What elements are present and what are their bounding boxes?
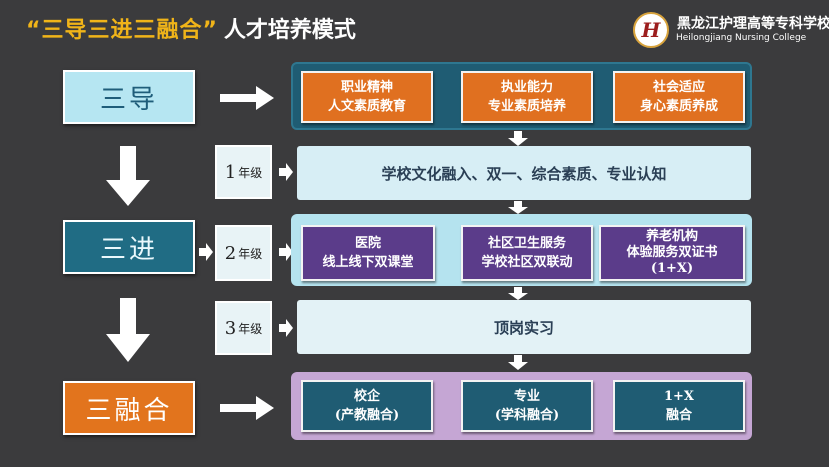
school-name-cn: 黑龙江护理高等专科学校 bbox=[677, 16, 829, 32]
grade-3-content-bar: 顶岗实习 bbox=[297, 300, 751, 354]
card-school-enterprise: 校企(产教融合) bbox=[301, 380, 433, 432]
card-major-discipline: 专业(学科融合) bbox=[461, 380, 593, 432]
arrow-down-icon bbox=[106, 146, 150, 362]
card-hospital: 医院线上线下双课堂 bbox=[301, 225, 435, 281]
stage-san-ronghe: 三融合 bbox=[63, 381, 195, 435]
school-logo-icon: H bbox=[633, 12, 669, 48]
card-practice-ability: 执业能力专业素质培养 bbox=[461, 71, 593, 123]
grade-1-content-bar: 学校文化融入、双一、综合素质、专业认知 bbox=[297, 146, 751, 200]
title-rest: 人才培养模式 bbox=[223, 18, 356, 43]
page-title: “三导三进三融合”人才培养模式 bbox=[26, 14, 356, 48]
card-professional-spirit: 职业精神人文素质教育 bbox=[301, 71, 433, 123]
stage-san-dao: 三导 bbox=[63, 70, 195, 124]
title-quoted: “三导三进三融合” bbox=[26, 18, 218, 43]
stage-san-jin: 三进 bbox=[63, 220, 195, 274]
small-arrow-right-icon bbox=[199, 163, 293, 337]
card-community-health: 社区卫生服务学校社区双联动 bbox=[461, 225, 593, 281]
small-arrow-down-icon bbox=[508, 131, 528, 370]
card-social-adaptation: 社会适应身心素质养成 bbox=[613, 71, 745, 123]
card-elderly-care: 养老机构体验服务双证书(1+X) bbox=[599, 225, 745, 281]
arrow-right-icon bbox=[220, 86, 274, 420]
school-name-en: Heilongjiang Nursing College bbox=[676, 33, 807, 43]
